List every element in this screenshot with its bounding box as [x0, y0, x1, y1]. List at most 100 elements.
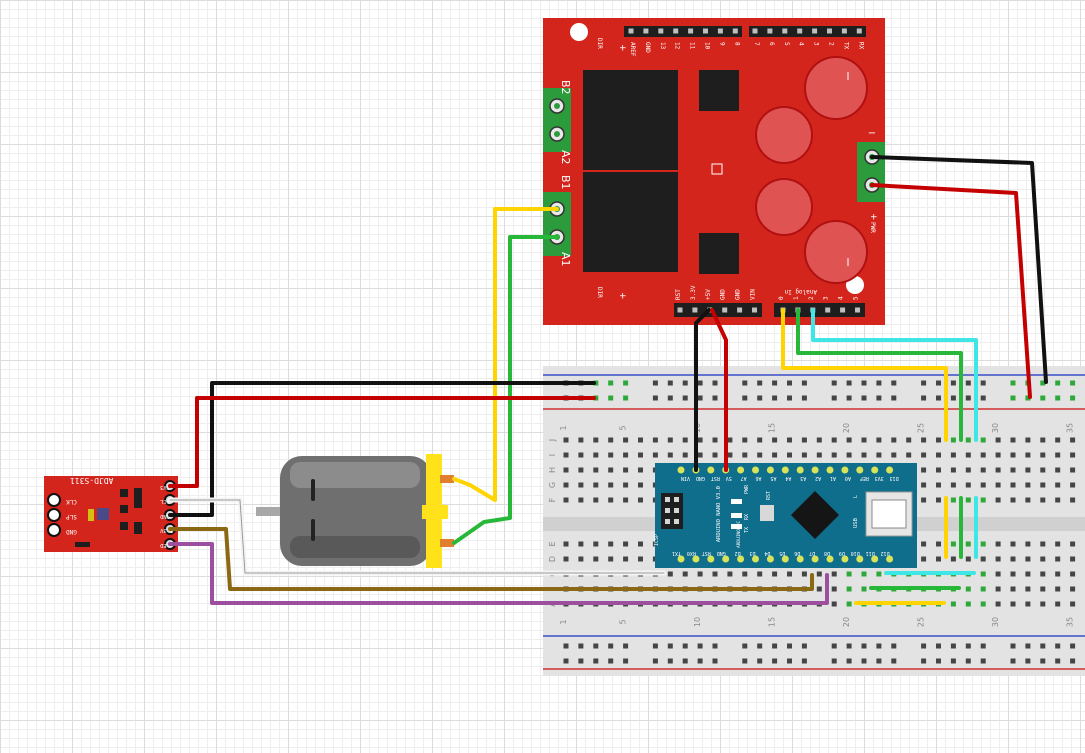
nano-pin[interactable]	[871, 466, 879, 474]
breadboard-hole[interactable]	[682, 658, 688, 664]
breadboard-hole[interactable]	[980, 437, 986, 443]
breadboard-hole[interactable]	[816, 452, 822, 458]
breadboard-hole[interactable]	[1055, 437, 1061, 443]
breadboard-hole[interactable]	[652, 643, 658, 649]
breadboard-hole[interactable]	[936, 395, 941, 401]
breadboard-hole[interactable]	[593, 437, 599, 443]
breadboard-hole[interactable]	[861, 437, 867, 443]
nano-pin[interactable]	[796, 466, 804, 474]
breadboard-hole[interactable]	[1010, 658, 1016, 664]
breadboard-hole[interactable]	[1025, 571, 1031, 577]
header-pin[interactable]	[732, 28, 738, 34]
breadboard-hole[interactable]	[1055, 658, 1061, 664]
nano-pin[interactable]	[886, 555, 894, 563]
breadboard-hole[interactable]	[757, 571, 763, 577]
breadboard-hole[interactable]	[965, 586, 971, 592]
breadboard-hole[interactable]	[995, 482, 1001, 488]
breadboard-hole[interactable]	[950, 380, 956, 386]
breadboard-hole[interactable]	[921, 482, 927, 488]
breadboard-hole[interactable]	[846, 601, 852, 607]
breadboard-hole[interactable]	[1055, 541, 1061, 547]
nano-pin[interactable]	[707, 555, 715, 563]
breadboard-hole[interactable]	[950, 541, 956, 547]
breadboard-hole[interactable]	[787, 395, 792, 401]
breadboard-hole[interactable]	[950, 497, 956, 503]
breadboard-hole[interactable]	[965, 658, 971, 664]
breadboard-hole[interactable]	[965, 437, 971, 443]
breadboard-hole[interactable]	[995, 467, 1001, 473]
breadboard-hole[interactable]	[950, 467, 956, 473]
breadboard-hole[interactable]	[980, 541, 986, 547]
breadboard-hole[interactable]	[1070, 497, 1076, 503]
breadboard-hole[interactable]	[995, 437, 1001, 443]
breadboard-hole[interactable]	[876, 437, 882, 443]
breadboard-hole[interactable]	[891, 452, 897, 458]
breadboard-hole[interactable]	[593, 643, 599, 649]
breadboard-hole[interactable]	[965, 482, 971, 488]
header-pin[interactable]	[688, 28, 694, 34]
nano-pin[interactable]	[677, 466, 685, 474]
breadboard-hole[interactable]	[652, 658, 658, 664]
breadboard-hole[interactable]	[697, 643, 703, 649]
breadboard-hole[interactable]	[801, 571, 807, 577]
breadboard-hole[interactable]	[638, 482, 643, 488]
breadboard-hole[interactable]	[950, 658, 956, 664]
breadboard-hole[interactable]	[742, 571, 748, 577]
breadboard-hole[interactable]	[921, 556, 927, 562]
breadboard-hole[interactable]	[936, 437, 941, 443]
breadboard-hole[interactable]	[787, 643, 792, 649]
breadboard-hole[interactable]	[712, 658, 718, 664]
breadboard-hole[interactable]	[980, 643, 986, 649]
breadboard-hole[interactable]	[742, 643, 748, 649]
breadboard-hole[interactable]	[980, 658, 986, 664]
breadboard-hole[interactable]	[1025, 658, 1031, 664]
breadboard-hole[interactable]	[682, 571, 688, 577]
breadboard-hole[interactable]	[638, 541, 643, 547]
breadboard-hole[interactable]	[801, 452, 807, 458]
breadboard-hole[interactable]	[1010, 643, 1016, 649]
nano-pin[interactable]	[752, 555, 759, 563]
breadboard-hole[interactable]	[1070, 380, 1076, 386]
breadboard-hole[interactable]	[593, 482, 599, 488]
breadboard-hole[interactable]	[593, 658, 599, 664]
breadboard-hole[interactable]	[1055, 452, 1061, 458]
breadboard-hole[interactable]	[638, 556, 643, 562]
breadboard-hole[interactable]	[727, 452, 733, 458]
breadboard-hole[interactable]	[623, 452, 629, 458]
breadboard-hole[interactable]	[593, 541, 599, 547]
breadboard-hole[interactable]	[1025, 395, 1031, 401]
nano-pin[interactable]	[677, 555, 685, 563]
breadboard-hole[interactable]	[563, 437, 569, 443]
nano-pin[interactable]	[752, 466, 759, 474]
nano-pin[interactable]	[826, 555, 834, 563]
breadboard-hole[interactable]	[921, 643, 927, 649]
breadboard-hole[interactable]	[1010, 586, 1016, 592]
header-pin[interactable]	[782, 28, 788, 34]
breadboard-hole[interactable]	[980, 601, 986, 607]
breadboard-hole[interactable]	[846, 643, 852, 649]
breadboard-hole[interactable]	[578, 467, 584, 473]
breadboard-hole[interactable]	[1010, 556, 1016, 562]
breadboard-hole[interactable]	[593, 452, 599, 458]
breadboard-hole[interactable]	[742, 380, 748, 386]
breadboard-hole[interactable]	[950, 395, 956, 401]
nano-pin[interactable]	[826, 466, 834, 474]
breadboard-hole[interactable]	[1055, 556, 1061, 562]
breadboard-hole[interactable]	[1070, 437, 1076, 443]
breadboard-hole[interactable]	[1070, 643, 1076, 649]
breadboard-hole[interactable]	[921, 497, 927, 503]
breadboard-hole[interactable]	[1010, 395, 1016, 401]
breadboard-hole[interactable]	[757, 437, 763, 443]
header-pin[interactable]	[855, 307, 860, 313]
breadboard-hole[interactable]	[936, 643, 941, 649]
breadboard-hole[interactable]	[861, 380, 867, 386]
breadboard-hole[interactable]	[1055, 467, 1061, 473]
breadboard-hole[interactable]	[1010, 452, 1016, 458]
breadboard-hole[interactable]	[861, 586, 867, 592]
breadboard-hole[interactable]	[578, 482, 584, 488]
breadboard-hole[interactable]	[1070, 395, 1076, 401]
breadboard-hole[interactable]	[936, 541, 941, 547]
header-pin[interactable]	[643, 28, 649, 34]
breadboard-hole[interactable]	[623, 556, 629, 562]
breadboard-hole[interactable]	[623, 658, 629, 664]
